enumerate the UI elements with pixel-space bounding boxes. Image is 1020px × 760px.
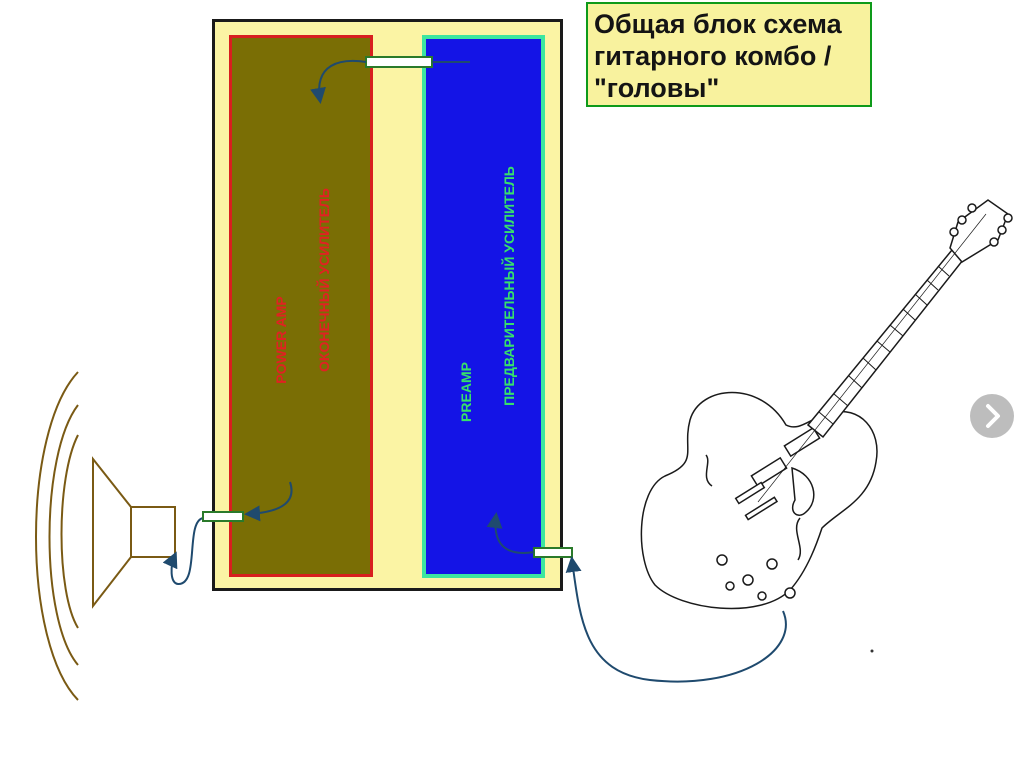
power-amp-block	[229, 35, 373, 577]
preamp-input-arrow	[486, 512, 535, 554]
preamp-to-power-jack	[365, 56, 433, 68]
power-amp-output-jack	[202, 511, 244, 522]
preamp-block	[422, 35, 545, 578]
next-image-button[interactable]	[970, 394, 1014, 438]
title-line-2: гитарного комбо /	[594, 41, 832, 71]
diagram-title: Общая блок схема гитарного комбо / "голо…	[586, 2, 872, 107]
title-line-3: "головы"	[594, 73, 720, 103]
power-amp-input-arrow	[310, 59, 367, 104]
chevron-right-icon	[986, 404, 1000, 428]
speck	[870, 649, 874, 653]
electric-guitar-icon	[640, 199, 1013, 610]
guitar-cable	[565, 556, 787, 683]
preamp-input-jack	[533, 547, 573, 558]
title-line-1: Общая блок схема	[594, 9, 842, 39]
sound-waves	[35, 371, 79, 701]
power-amp-signal-arrow	[244, 481, 293, 522]
speaker-cable	[162, 517, 204, 586]
speaker-icon	[92, 456, 176, 609]
